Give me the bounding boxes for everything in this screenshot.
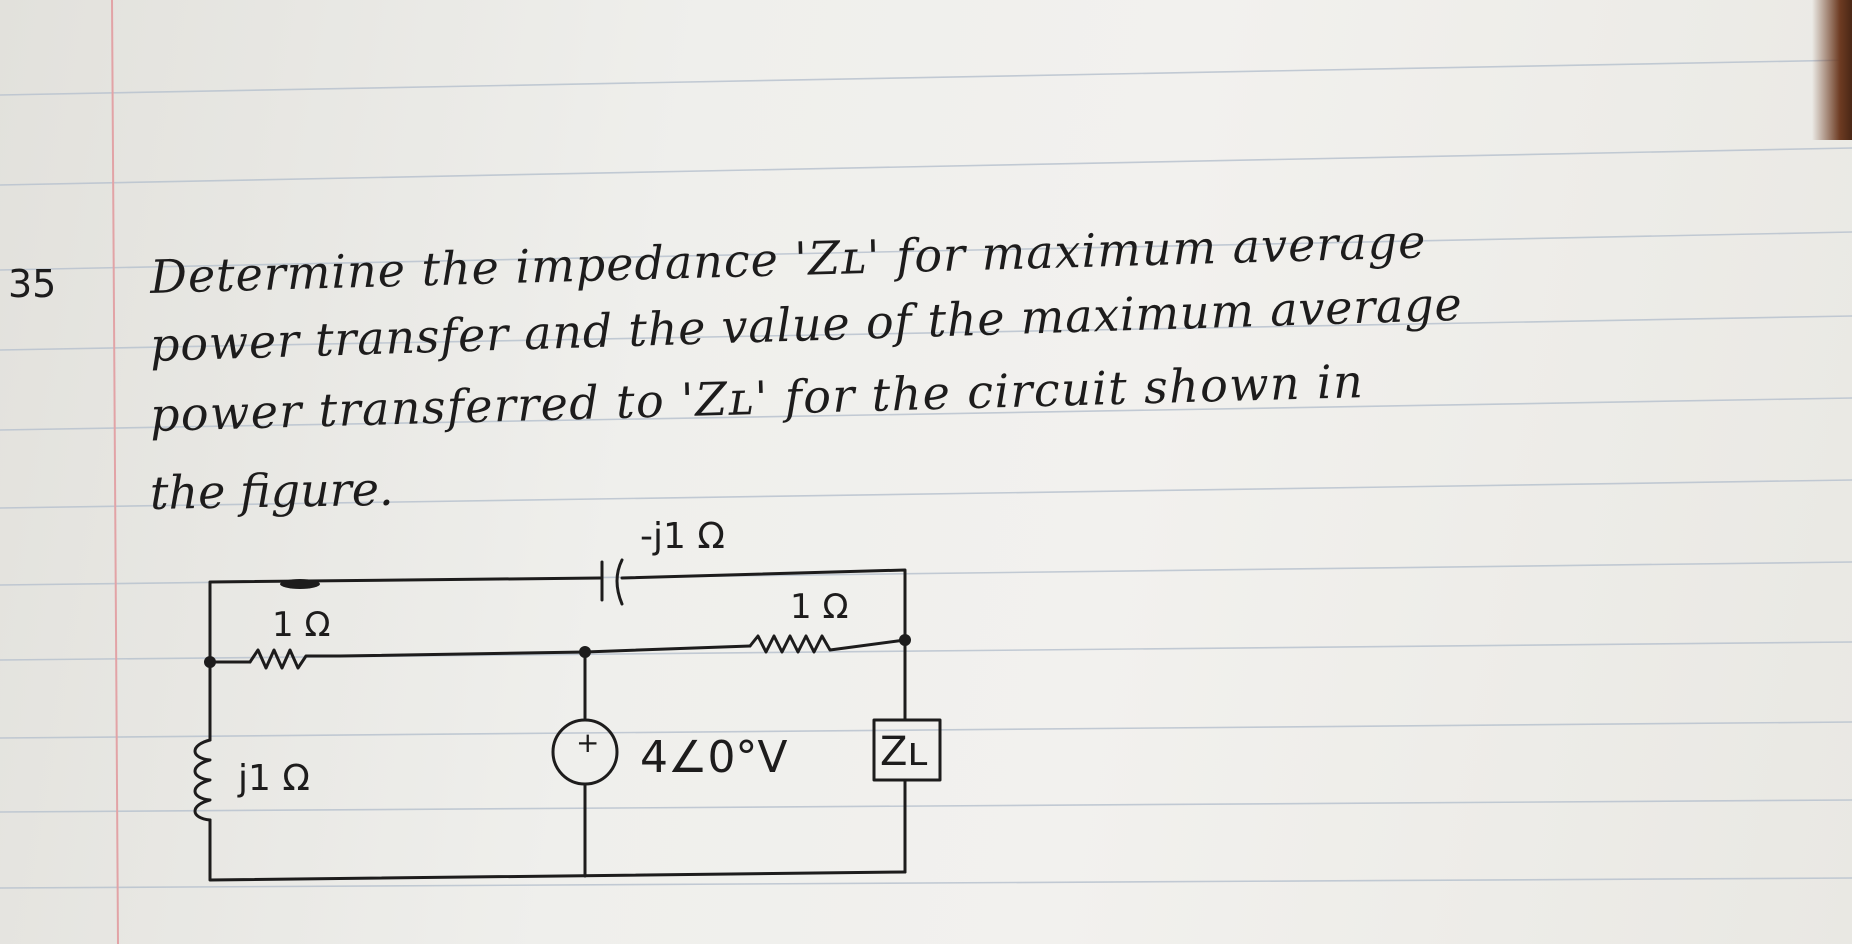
left-junction-wire <box>208 598 252 664</box>
inductor <box>193 738 212 822</box>
inductor-label: j1 Ω <box>237 758 310 799</box>
source-label: 4∠0°V <box>640 732 788 783</box>
resistor-left-label: 1 Ω <box>272 605 330 645</box>
rule-line <box>0 147 1852 186</box>
source-polarity: + <box>576 726 599 759</box>
junction-dot <box>280 579 320 589</box>
rule-line <box>0 397 1852 431</box>
top-wire-left <box>208 576 602 602</box>
top-wire-right <box>620 568 907 640</box>
capacitor-plate-right <box>615 558 624 606</box>
bottom-wire <box>208 818 907 882</box>
load-label: Zʟ <box>880 729 928 775</box>
middle-wire <box>338 644 752 658</box>
margin-line <box>111 0 119 944</box>
junction-dot <box>579 646 591 658</box>
rule-line <box>0 315 1852 351</box>
junction-dot <box>899 634 911 646</box>
rule-line <box>0 479 1852 509</box>
rule-line <box>0 231 1852 271</box>
resistor-right-label: 1 Ω <box>790 587 848 627</box>
rule-line <box>0 799 1852 813</box>
rule-line <box>0 877 1852 889</box>
load-box <box>872 718 942 782</box>
resistor-left <box>248 648 342 670</box>
page-edge-shadow <box>1812 0 1852 140</box>
question-number: 35 <box>8 262 57 306</box>
rule-line <box>0 721 1852 739</box>
rule-line <box>0 59 1852 96</box>
capacitor-label: -j1 Ω <box>640 516 725 557</box>
resistor-right <box>748 634 907 654</box>
junction-dot <box>204 656 216 668</box>
